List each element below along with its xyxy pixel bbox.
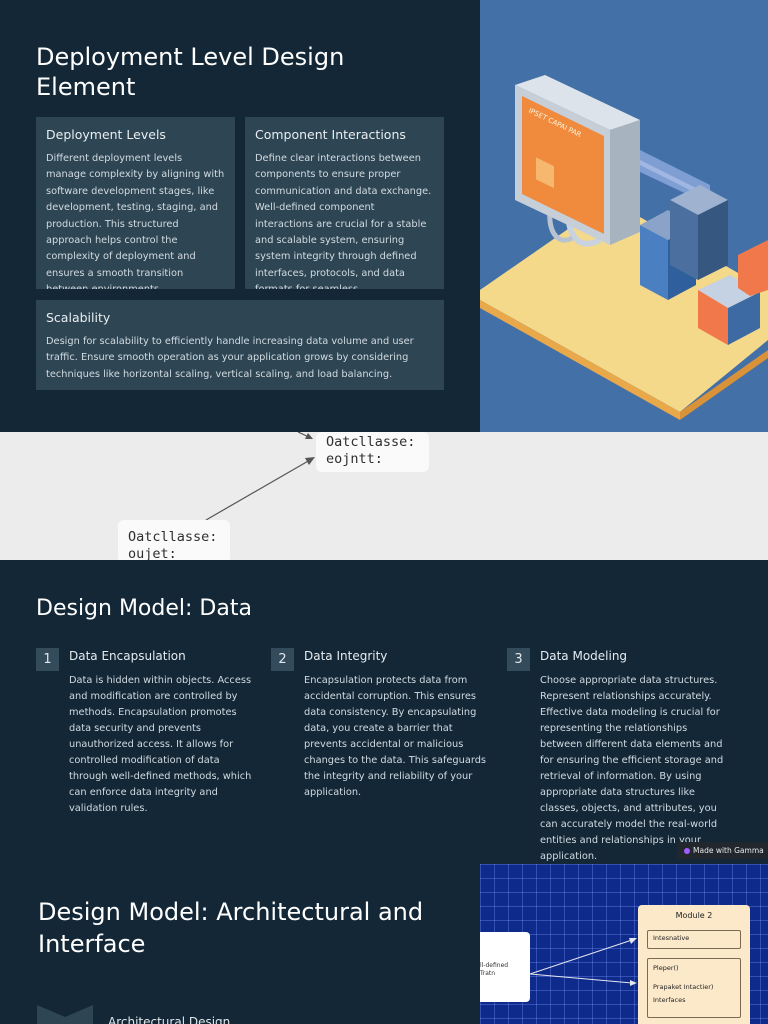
module-row: Pleper() Prapaket Intactier) Interfaces — [647, 958, 741, 1018]
item-body: Encapsulation protects data from acciden… — [304, 675, 487, 798]
class-box-line: Oatcllasse: — [326, 434, 416, 450]
class-box: Oatcllasse: oujet: — [118, 520, 230, 560]
slide-design-model-data: Design Model: Data 1 Data Encapsulation … — [0, 560, 768, 864]
module-title: Module 2 — [675, 911, 713, 920]
card-body: Different deployment levels manage compl… — [46, 153, 225, 289]
card-scalability: Scalability Design for scalability to ef… — [36, 300, 444, 390]
diagram-text: ll-defined — [480, 962, 509, 969]
item-title: Data Encapsulation — [69, 649, 186, 663]
class-box-line: eojntt: — [326, 451, 383, 467]
module-row: Intesnative — [647, 930, 741, 949]
made-with-gamma-badge[interactable]: Made with Gamma — [677, 842, 768, 859]
slide-title: Deployment Level Design Element — [36, 43, 345, 101]
class-box-line: oujet: — [128, 546, 177, 560]
bookmark-icon — [37, 1005, 93, 1024]
card-body: Design for scalability to efficiently ha… — [46, 336, 414, 380]
diagram-text: Tratn — [480, 970, 496, 977]
slide-deployment-level: Deployment Level Design Element Deployme… — [0, 0, 768, 432]
module-row-line: Prapaket Intactier) — [653, 983, 714, 991]
module-row-line: Interfaces — [653, 996, 686, 1004]
server-illustration: IPSET CAPAI PAR — [480, 0, 768, 432]
item-body: Data is hidden within objects. Access an… — [69, 675, 252, 814]
item-title: Architectural Design — [108, 1015, 231, 1024]
item-number: 1 — [36, 648, 59, 671]
item-number: 2 — [271, 648, 294, 671]
gamma-logo-icon — [684, 847, 690, 854]
module-diagram-illustration: ll-defined Tratn Module 2 Intesnative Pl… — [480, 864, 768, 1024]
card-body: Define clear interactions between compon… — [255, 153, 432, 289]
card-title: Scalability — [46, 310, 111, 325]
module-row-line: Pleper() — [653, 964, 679, 972]
item-title: Data Modeling — [540, 649, 628, 663]
item-title: Data Integrity — [304, 649, 388, 663]
diagram-card: ll-defined Tratn — [480, 932, 530, 1002]
diagram-arrows — [205, 432, 315, 521]
slide-architectural-interface: Design Model: Architectural and Interfac… — [0, 864, 768, 1024]
item-number: 3 — [507, 648, 530, 671]
card-title: Component Interactions — [255, 127, 406, 142]
class-diagram-photo: Oatcllasse: eojntt: Oatcllasse: oujet: — [0, 432, 768, 560]
card-deployment-levels: Deployment Levels Different deployment l… — [36, 117, 235, 289]
badge-label: Made with Gamma — [693, 846, 764, 855]
isometric-server-image: IPSET CAPAI PAR — [480, 75, 768, 420]
module-box: Module 2 Intesnative Pleper() Prapaket I… — [638, 905, 750, 1024]
slide-title: Design Model: Architectural and Interfac… — [38, 898, 424, 958]
slide-title: Design Model: Data — [36, 596, 252, 621]
card-component-interactions: Component Interactions Define clear inte… — [245, 117, 444, 289]
class-box: Oatcllasse: eojntt: — [316, 432, 429, 472]
diagram-arrows — [529, 938, 637, 986]
class-box-line: Oatcllasse: — [128, 529, 218, 545]
item-body: Choose appropriate data structures. Repr… — [540, 675, 724, 862]
card-title: Deployment Levels — [46, 127, 166, 142]
